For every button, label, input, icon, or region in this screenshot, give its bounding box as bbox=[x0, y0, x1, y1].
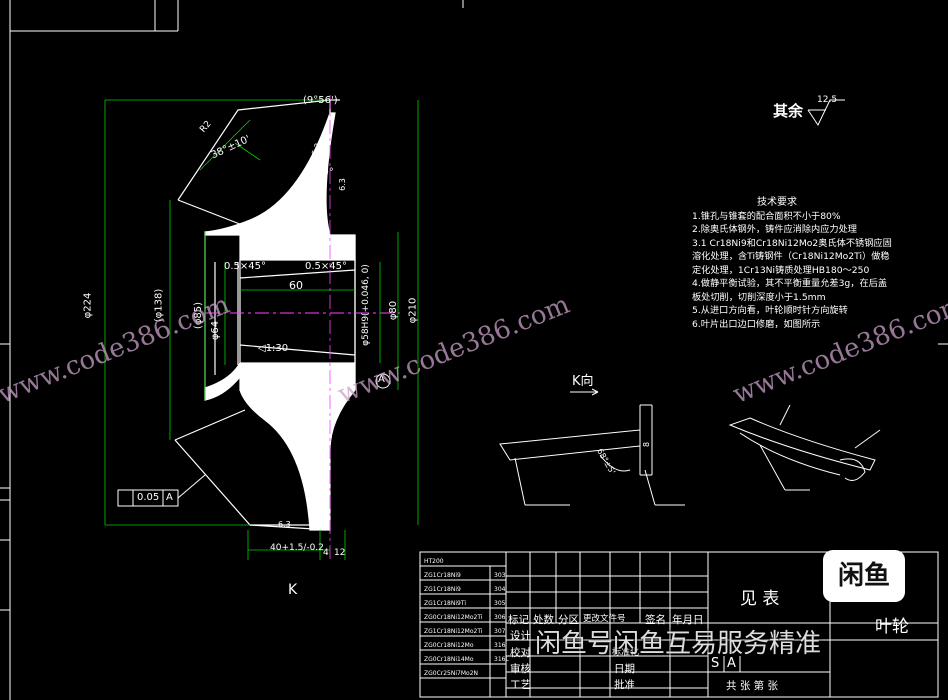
tb-header: 更改文件号 bbox=[583, 614, 626, 624]
tech-item: 2.除奥氏体钢外，铸件应消除内应力处理 bbox=[692, 224, 857, 235]
tb-s: S bbox=[711, 656, 720, 671]
tb-date-label: 批准 bbox=[614, 679, 635, 691]
tech-item: 4.做静平衡试验，其不平衡重量允差3g，在后盖板处切削，切削深度小于1.5mm bbox=[692, 278, 888, 303]
material-code: 306 bbox=[494, 614, 506, 621]
tb-header: 标记 bbox=[508, 614, 529, 626]
tech-title: 技术要求 bbox=[757, 197, 797, 208]
tb-header: 处数 bbox=[533, 614, 554, 626]
technical-requirements: 技术要求 1.锥孔与锥套的配合面积不小于80% 2.除奥氏体钢外，铸件应消除内应… bbox=[692, 196, 892, 331]
material-code: 304 bbox=[494, 586, 506, 593]
tb-row: 校对 bbox=[510, 647, 531, 659]
dim-fine-3: 6.3 bbox=[278, 520, 291, 529]
tech-item: 5.从进口方向看，叶轮顺时针方向旋转 bbox=[692, 305, 848, 316]
title-block bbox=[419, 551, 939, 698]
tb-a: A bbox=[727, 656, 736, 671]
tb-date-label: 日期 bbox=[614, 663, 635, 675]
dim-width-4: 4 bbox=[323, 548, 329, 558]
material-code: 316L bbox=[494, 656, 509, 663]
material-row: ZG0Cr25Ni7Mo2N bbox=[424, 670, 478, 677]
k-view-height: 8 bbox=[642, 441, 652, 448]
tb-date-label: 标准化 bbox=[612, 648, 640, 658]
tech-item: 6.叶片出口边口修磨，如图所示 bbox=[692, 318, 821, 330]
material-row: ZG0Cr18Ni14Mo bbox=[424, 656, 474, 663]
dim-chamfer-2: 0.5×45° bbox=[305, 261, 348, 272]
k-view-title: K向 bbox=[572, 374, 594, 389]
roughness-note: 其余 bbox=[773, 102, 804, 120]
tech-item: 3.1 Cr18Ni9和Cr18Ni12Mo2奥氏体不锈钢应固溶化处理，含Ti铸… bbox=[692, 237, 892, 276]
material-row: ZG1Cr18Ni9 bbox=[424, 572, 461, 579]
dim-width-12: 12 bbox=[334, 548, 346, 558]
blade-edge-detail bbox=[728, 404, 881, 491]
material-row: ZG0Cr18Ni12Mo bbox=[424, 642, 474, 649]
roughness-value: 12.5 bbox=[817, 95, 838, 105]
app-logo-text: 闲鱼 bbox=[837, 561, 890, 591]
roughness-symbol bbox=[807, 99, 845, 127]
material-row: HT200 bbox=[424, 558, 444, 565]
dim-fine-1: 6.3 bbox=[337, 178, 347, 191]
dim-taper: ◁1:30 bbox=[258, 343, 289, 354]
tb-row: 工艺 bbox=[510, 679, 531, 691]
material-code: 307 bbox=[494, 628, 506, 635]
dim-width-40: 40+1.5/-0.2 bbox=[270, 543, 324, 553]
material-code: 303 bbox=[494, 572, 506, 579]
material-row: ZG1Cr18Ni9 bbox=[424, 586, 461, 593]
dim-angle-20: 20° bbox=[316, 167, 334, 178]
dim-len60: 60 bbox=[289, 279, 303, 292]
k-view-bottom-label: K bbox=[288, 582, 298, 598]
material-code: 305 bbox=[494, 600, 506, 607]
tb-header: 签名 bbox=[645, 614, 666, 626]
dim-top-angle: (9°56') bbox=[303, 95, 338, 106]
overlay-banner: 闲鱼号闲鱼互易服务精准 bbox=[535, 629, 822, 659]
see-table-label: 见 表 bbox=[740, 589, 780, 609]
material-code: 316 bbox=[494, 642, 506, 649]
dim-phi210: φ210 bbox=[407, 297, 419, 324]
geometric-tolerance-frame bbox=[117, 474, 206, 507]
tolerance-value: 0.05 bbox=[137, 492, 160, 503]
dim-phi224: φ224 bbox=[82, 292, 94, 319]
tb-header: 年月日 bbox=[672, 614, 704, 626]
sheets-label: 共 张 第 张 bbox=[726, 680, 779, 692]
k-view bbox=[499, 388, 685, 506]
tech-item: 1.锥孔与锥套的配合面积不小于80% bbox=[692, 210, 841, 222]
tb-row: 设计 bbox=[510, 630, 531, 642]
material-row: ZG1Cr18Ni12Mo2Ti bbox=[424, 628, 483, 635]
material-row: ZG1Cr18Ni9Ti bbox=[424, 600, 466, 607]
part-name: 叶轮 bbox=[875, 617, 909, 637]
dim-phi80: φ80 bbox=[388, 300, 400, 321]
impeller-section bbox=[174, 99, 356, 531]
tb-row: 审核 bbox=[510, 663, 531, 675]
datum-a-symbol bbox=[375, 373, 391, 389]
dimensions bbox=[104, 99, 419, 560]
datum-a: A bbox=[378, 374, 385, 385]
dim-chamfer-1: 0.5×45° bbox=[224, 261, 267, 272]
dim-phi58: φ58H9(+0.046, 0) bbox=[360, 264, 371, 346]
tolerance-ref: A bbox=[166, 492, 173, 503]
app-logo: 闲鱼 bbox=[823, 550, 905, 602]
tb-header: 分区 bbox=[558, 614, 579, 626]
material-row: ZG0Cr18Ni12Mo2Ti bbox=[424, 614, 483, 621]
